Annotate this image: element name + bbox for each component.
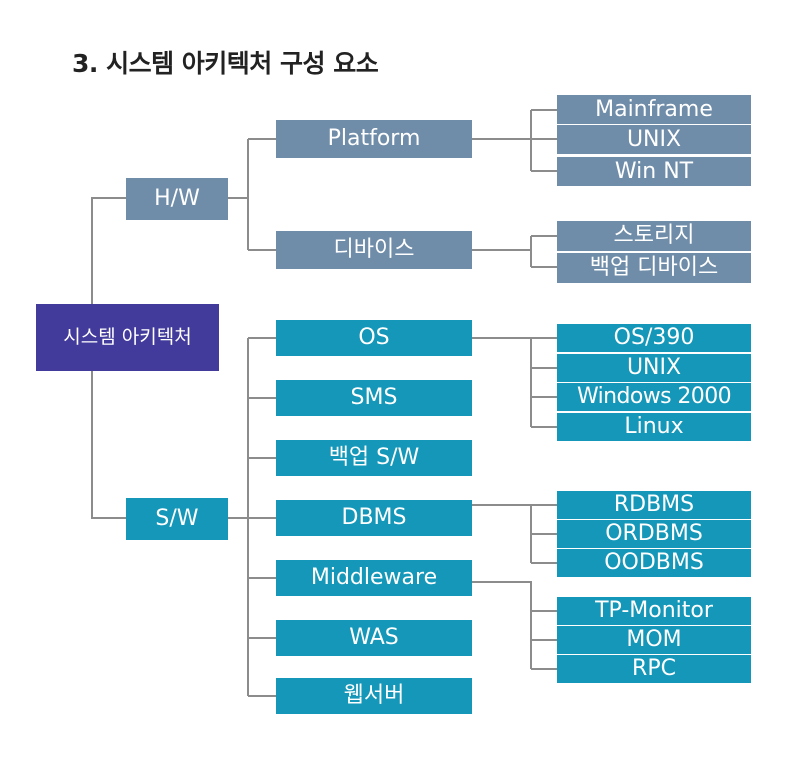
dbms-leaf-rdbms: RDBMS <box>557 491 751 519</box>
platform-node: Platform <box>276 120 472 158</box>
connector-sw-children <box>228 337 276 697</box>
os-leaf-unix: UNIX <box>557 354 751 382</box>
device-leaf-backup: 백업 디바이스 <box>557 253 751 283</box>
middleware-leaf-rpc: RPC <box>557 655 751 683</box>
backup-sw-node: 백업 S/W <box>276 440 472 476</box>
connector-root-sw <box>91 371 126 519</box>
connector-device-leaves <box>472 235 557 268</box>
diagram-title: 3. 시스템 아키텍처 구성 요소 <box>72 49 379 78</box>
platform-leaf-winnt: Win NT <box>557 157 751 186</box>
hw-node: H/W <box>126 178 228 220</box>
sms-node: SMS <box>276 380 472 416</box>
platform-leaf-mainframe: Mainframe <box>557 95 751 124</box>
middleware-node: Middleware <box>276 560 472 596</box>
device-node: 디바이스 <box>276 231 472 269</box>
connector-os-leaves <box>472 337 557 428</box>
connector-root-hw <box>91 197 126 304</box>
webserver-node: 웹서버 <box>276 678 472 714</box>
os-leaf-linux: Linux <box>557 413 751 441</box>
middleware-leaf-mom: MOM <box>557 626 751 654</box>
os-node: OS <box>276 320 472 356</box>
dbms-leaf-ordbms: ORDBMS <box>557 520 751 548</box>
sw-node: S/W <box>126 498 228 540</box>
dbms-node: DBMS <box>276 500 472 536</box>
device-leaf-storage: 스토리지 <box>557 221 751 251</box>
dbms-leaf-oodbms: OODBMS <box>557 549 751 577</box>
connector-middleware-leaves <box>472 581 557 670</box>
connector-dbms-leaves <box>472 504 557 564</box>
was-node: WAS <box>276 620 472 656</box>
root-node: 시스템 아키텍처 <box>36 304 219 371</box>
connector-hw-children <box>228 138 276 251</box>
os-leaf-os390: OS/390 <box>557 324 751 352</box>
platform-leaf-unix: UNIX <box>557 125 751 154</box>
middleware-leaf-tpmonitor: TP-Monitor <box>557 597 751 625</box>
connector-platform-leaves <box>472 109 557 172</box>
os-leaf-windows2000: Windows 2000 <box>557 383 751 411</box>
